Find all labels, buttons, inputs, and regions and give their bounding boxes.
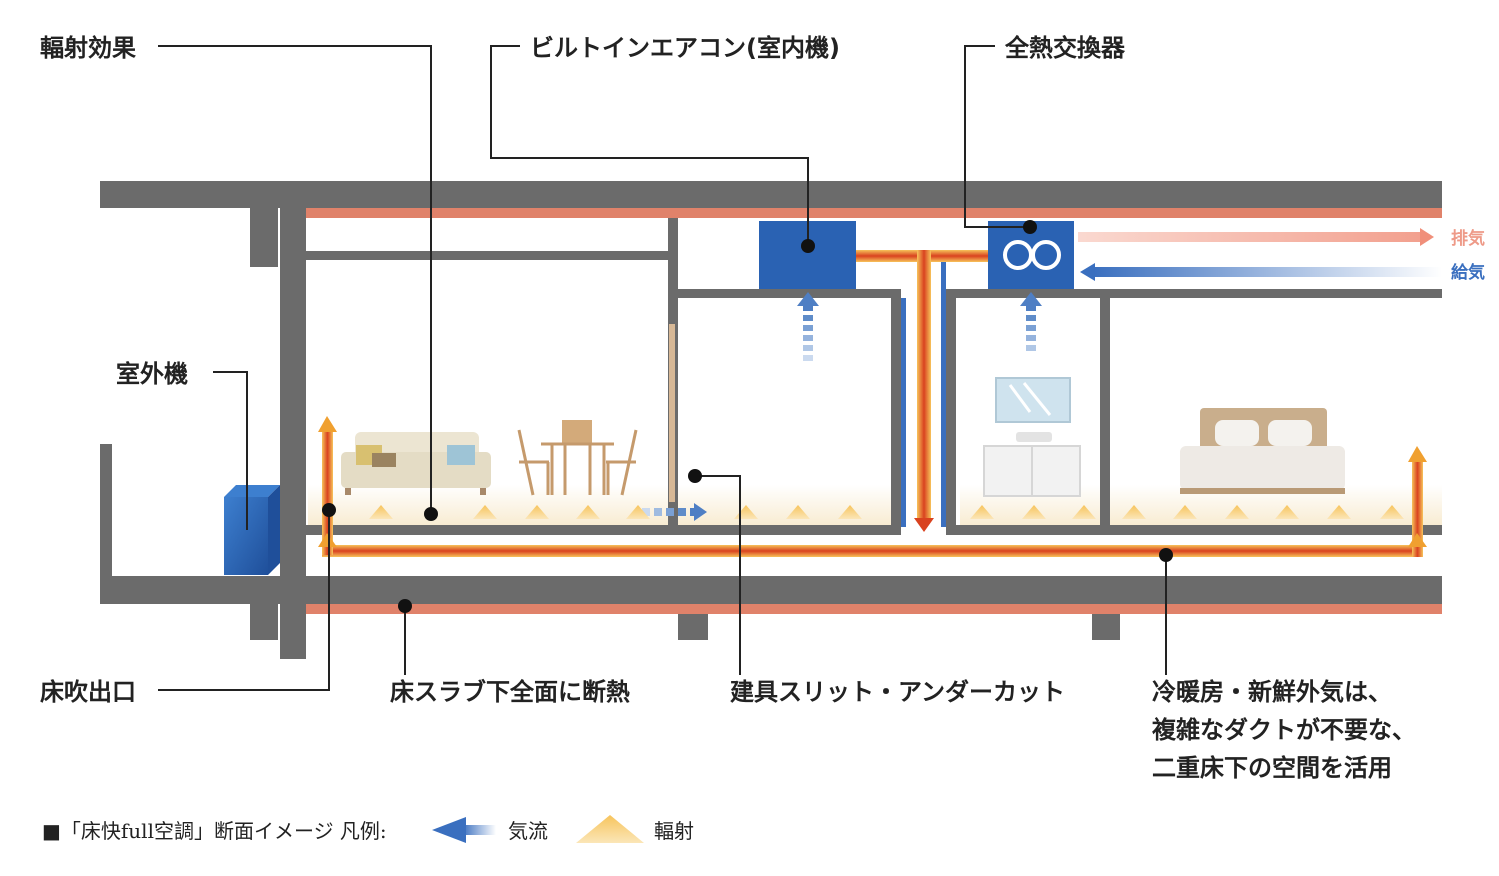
label-outdoor-unit: 室外機: [116, 360, 188, 388]
label-insulation: 床スラブ下全面に断熱: [390, 678, 630, 706]
legend-airflow-label: 気流: [508, 819, 548, 843]
sofa-icon: [341, 432, 491, 495]
label-note-line3: 二重床下の空間を活用: [1152, 754, 1392, 782]
duct-lining-left: [901, 298, 906, 527]
label-note-line1: 冷暖房・新鮮外気は、: [1152, 678, 1392, 706]
outdoor-unit: [224, 485, 280, 575]
duct-lining-right: [941, 262, 946, 527]
label-radiant: 輻射効果: [40, 34, 136, 62]
building-structure: [100, 181, 1442, 659]
dining-set-icon: [517, 420, 638, 496]
ceiling-insulation: [306, 208, 1442, 218]
legend-radiation-triangle-icon: [576, 815, 644, 843]
duct-system: [318, 250, 1427, 557]
label-exhaust: 排気: [1451, 228, 1485, 249]
legend-airflow-arrow-icon: [432, 817, 496, 843]
airflow-up-arrow-aircon: [797, 292, 819, 361]
leader-lines: [158, 45, 1167, 691]
leader-dots: [322, 220, 1173, 613]
label-erv: 全熱交換器: [1004, 34, 1126, 62]
legend-radiation-label: 輻射: [654, 819, 694, 843]
supply-arrow: [1080, 263, 1442, 281]
bed-icon: [1180, 408, 1345, 494]
label-aircon: ビルトインエアコン(室内機): [530, 34, 840, 62]
exhaust-arrow: [1078, 228, 1434, 246]
radiation-marks: [369, 505, 1404, 519]
floor-insulation: [306, 604, 1442, 614]
airflow-right-arrow-door: [642, 503, 707, 521]
vanity-icon: [983, 377, 1081, 497]
label-note-line2: 複雑なダクトが不要な、: [1152, 716, 1416, 744]
label-floor-outlet: 床吹出口: [40, 678, 136, 706]
label-door-slit: 建具スリット・アンダーカット: [730, 678, 1065, 706]
airflow-arrows: [642, 228, 1442, 521]
legend: ■「床快full空調」断面イメージ 凡例: 気流 輻射: [42, 815, 694, 843]
legend-title: ■「床快full空調」断面イメージ 凡例:: [42, 819, 387, 843]
airflow-up-arrow-erv: [1020, 292, 1042, 351]
label-supply: 給気: [1451, 262, 1485, 283]
door-icon: [669, 324, 675, 502]
